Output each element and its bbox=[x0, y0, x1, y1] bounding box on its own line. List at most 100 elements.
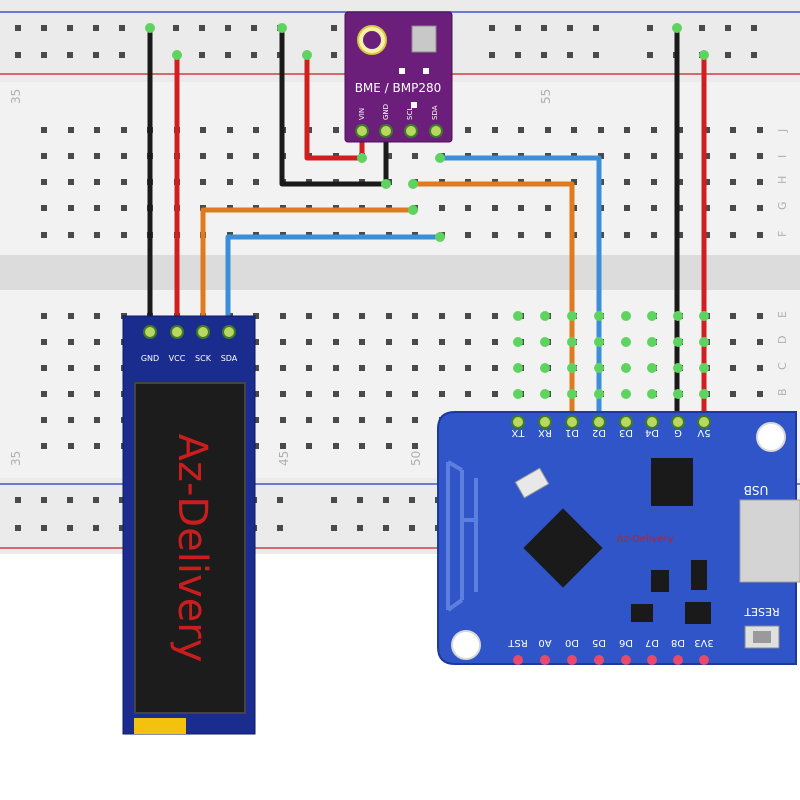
connected-hole bbox=[172, 50, 182, 60]
breadboard-hole bbox=[704, 153, 710, 159]
breadboard-hole bbox=[333, 339, 339, 345]
column-label: 55 bbox=[539, 89, 553, 104]
connected-hole bbox=[513, 389, 523, 399]
row-label: H bbox=[776, 176, 789, 184]
breadboard-hole bbox=[121, 153, 127, 159]
display-pin-labels: GND VCC SCK SDA bbox=[141, 354, 238, 363]
breadboard-hole bbox=[492, 127, 498, 133]
breadboard-hole bbox=[41, 153, 47, 159]
pin-label: D7 bbox=[645, 637, 659, 648]
breadboard-hole bbox=[409, 497, 415, 503]
breadboard-hole bbox=[412, 313, 418, 319]
pin-label: A0 bbox=[538, 637, 551, 648]
breadboard-hole bbox=[306, 391, 312, 397]
column-label: 50 bbox=[409, 451, 423, 466]
breadboard-hole bbox=[677, 232, 683, 238]
connected-hole bbox=[672, 23, 682, 33]
connected-hole bbox=[699, 363, 709, 373]
breadboard-hole bbox=[94, 313, 100, 319]
breadboard-hole bbox=[227, 127, 233, 133]
breadboard-hole bbox=[331, 52, 337, 58]
breadboard-hole bbox=[253, 443, 259, 449]
breadboard-hole bbox=[306, 339, 312, 345]
breadboard-hole bbox=[41, 497, 47, 503]
breadboard-hole bbox=[121, 232, 127, 238]
breadboard-hole bbox=[94, 153, 100, 159]
connected-hole bbox=[673, 389, 683, 399]
breadboard-hole bbox=[67, 525, 73, 531]
sensor-power-wires bbox=[279, 25, 389, 187]
breadboard-hole bbox=[730, 232, 736, 238]
breadboard-hole bbox=[68, 153, 74, 159]
breadboard-hole bbox=[359, 391, 365, 397]
breadboard-hole bbox=[593, 25, 599, 31]
row-label: G bbox=[776, 201, 789, 210]
breadboard-hole bbox=[571, 127, 577, 133]
breadboard-hole bbox=[359, 417, 365, 423]
connected-hole bbox=[513, 363, 523, 373]
pin-label: 5V bbox=[697, 427, 710, 438]
breadboard-hole bbox=[68, 365, 74, 371]
breadboard-hole bbox=[412, 391, 418, 397]
breadboard-hole bbox=[489, 52, 495, 58]
breadboard-hole bbox=[624, 127, 630, 133]
breadboard-hole bbox=[119, 525, 125, 531]
connected-hole bbox=[647, 311, 657, 321]
breadboard-hole bbox=[598, 127, 604, 133]
oled-display: GND VCC SCK SDA Az-Delivery bbox=[122, 315, 256, 735]
breadboard-hole bbox=[251, 52, 257, 58]
connected-hole bbox=[408, 179, 418, 189]
connected-hole bbox=[621, 311, 631, 321]
breadboard-hole bbox=[757, 365, 763, 371]
breadboard-hole bbox=[545, 232, 551, 238]
breadboard-hole bbox=[253, 313, 259, 319]
wire-end-holes bbox=[145, 23, 709, 399]
connected-hole bbox=[381, 179, 391, 189]
connected-hole bbox=[594, 389, 604, 399]
breadboard-hole bbox=[41, 313, 47, 319]
connected-hole bbox=[540, 363, 550, 373]
breadboard-hole bbox=[518, 205, 524, 211]
breadboard-hole bbox=[94, 179, 100, 185]
esp-chip bbox=[523, 508, 603, 588]
connected-hole bbox=[540, 389, 550, 399]
breadboard-hole bbox=[518, 232, 524, 238]
breadboard-hole bbox=[41, 365, 47, 371]
breadboard-hole bbox=[280, 443, 286, 449]
breadboard-hole bbox=[699, 25, 705, 31]
breadboard-hole bbox=[541, 25, 547, 31]
connected-hole bbox=[647, 337, 657, 347]
breadboard-hole bbox=[333, 313, 339, 319]
breadboard-hole bbox=[306, 313, 312, 319]
connected-hole bbox=[621, 363, 631, 373]
breadboard-hole bbox=[225, 52, 231, 58]
connected-hole bbox=[513, 311, 523, 321]
breadboard-hole bbox=[730, 205, 736, 211]
breadboard-hole bbox=[730, 127, 736, 133]
breadboard-hole bbox=[412, 153, 418, 159]
breadboard-hole bbox=[68, 417, 74, 423]
row-labels-top: J I H G F bbox=[776, 129, 789, 237]
breadboard-hole bbox=[357, 497, 363, 503]
connected-hole bbox=[594, 337, 604, 347]
breadboard-hole bbox=[492, 391, 498, 397]
breadboard-hole bbox=[624, 153, 630, 159]
breadboard-hole bbox=[93, 525, 99, 531]
breadboard-hole bbox=[567, 25, 573, 31]
pin-label: 3V3 bbox=[694, 637, 714, 648]
sensor-chip bbox=[411, 25, 437, 53]
pin-label: TX bbox=[511, 427, 525, 438]
breadboard-hole bbox=[333, 443, 339, 449]
pin-label: GND bbox=[141, 354, 159, 363]
breadboard-hole bbox=[624, 232, 630, 238]
breadboard-hole bbox=[465, 205, 471, 211]
breadboard-hole bbox=[730, 313, 736, 319]
sensor-pins bbox=[355, 124, 443, 138]
breadboard-hole bbox=[41, 417, 47, 423]
breadboard-hole bbox=[757, 232, 763, 238]
mcu-chip-text: Az-Delivery bbox=[616, 534, 673, 545]
connected-hole bbox=[567, 363, 577, 373]
breadboard-hole bbox=[253, 365, 259, 371]
breadboard-hole bbox=[704, 127, 710, 133]
connected-hole bbox=[435, 232, 445, 242]
